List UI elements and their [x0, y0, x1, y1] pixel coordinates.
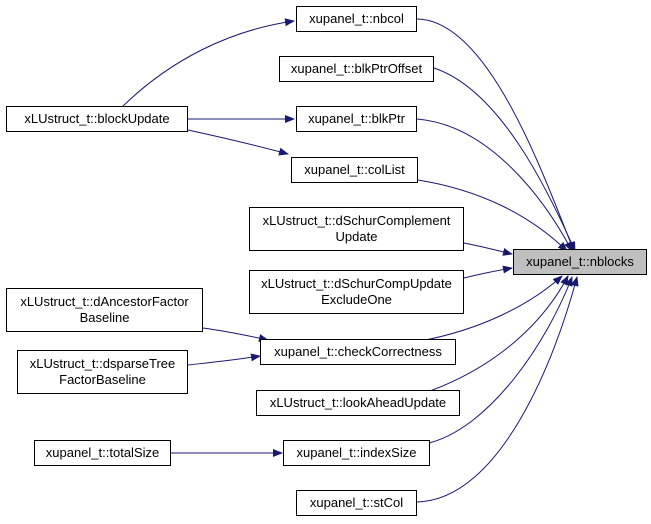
node-dschurcompupdateexcludeone[interactable]: xLUstruct_t::dSchurCompUpdate ExcludeOne — [249, 270, 464, 314]
node-label-line2: FactorBaseline — [59, 372, 146, 387]
edge-lookaheadupdate-to-nblocks — [429, 275, 569, 392]
edge-checkcorrectness-to-nblocks — [419, 275, 563, 342]
edge-dsparsetreefactorbaseline-to-checkcorrectness — [187, 353, 261, 366]
node-label-line2: Update — [335, 229, 378, 244]
edge-dschurcompupdateexcludeone-to-nblocks — [463, 265, 513, 279]
node-nblocks-focus: xupanel_t::nblocks — [513, 249, 647, 275]
node-label-line1: xLUstruct_t::dsparseTree — [29, 356, 176, 371]
node-indexsize[interactable]: xupanel_t::indexSize — [283, 440, 430, 466]
node-label: xupanel_t::indexSize — [296, 445, 417, 460]
node-label-line1: xLUstruct_t::dSchurComplement — [262, 213, 451, 228]
edge-stcol-to-nblocks — [416, 276, 579, 503]
node-checkcorrectness[interactable]: xupanel_t::checkCorrectness — [260, 339, 456, 365]
node-label-line2: Baseline — [79, 310, 130, 325]
node-dsparsetreefactorbaseline[interactable]: xLUstruct_t::dsparseTree FactorBaseline — [17, 350, 188, 394]
node-label-line1: xLUstruct_t::dAncestorFactor — [20, 294, 189, 309]
node-label-line2: ExcludeOne — [321, 292, 392, 307]
node-label: xupanel_t::checkCorrectness — [274, 344, 442, 359]
node-blockupdate[interactable]: xLUstruct_t::blockUpdate — [6, 106, 188, 132]
node-dschurcomplementupdate[interactable]: xLUstruct_t::dSchurComplement Update — [249, 207, 464, 251]
edge-blkptr-to-nblocks — [416, 118, 573, 252]
node-totalsize[interactable]: xupanel_t::totalSize — [34, 440, 171, 466]
node-label: xupanel_t::stCol — [309, 495, 404, 510]
node-lookaheadupdate[interactable]: xLUstruct_t::lookAheadUpdate — [256, 390, 460, 416]
edge-blkptroffset-to-nblocks — [433, 67, 576, 252]
node-label: xLUstruct_t::blockUpdate — [24, 111, 170, 126]
edge-indexsize-to-nblocks — [424, 276, 573, 445]
node-label: xupanel_t::totalSize — [45, 445, 160, 460]
edge-blockupdate-to-collist — [187, 129, 289, 156]
edge-dancestorfactorbaseline-to-checkcorrectness — [202, 327, 269, 342]
edge-dschurcomplementupdate-to-nblocks — [463, 242, 513, 256]
edge-blockupdate-to-nbcol — [121, 18, 295, 108]
edge-nbcol-to-nblocks — [416, 18, 575, 252]
node-label: xLUstruct_t::lookAheadUpdate — [269, 395, 447, 410]
node-nbcol[interactable]: xupanel_t::nbcol — [296, 6, 417, 32]
node-label: xupanel_t::nblocks — [526, 254, 634, 269]
node-stcol[interactable]: xupanel_t::stCol — [296, 490, 417, 516]
node-label: xupanel_t::blkPtrOffset — [290, 61, 423, 76]
node-dancestorfactorbaseline[interactable]: xLUstruct_t::dAncestorFactor Baseline — [6, 288, 203, 332]
node-blkptr[interactable]: xupanel_t::blkPtr — [296, 106, 417, 132]
node-label: xupanel_t::nbcol — [309, 11, 404, 26]
node-label-line1: xLUstruct_t::dSchurCompUpdate — [261, 276, 452, 291]
edge-collist-to-nblocks — [417, 179, 568, 252]
node-label: xupanel_t::colList — [304, 162, 405, 177]
node-label: xupanel_t::blkPtr — [308, 111, 405, 126]
node-blkptroffset[interactable]: xupanel_t::blkPtrOffset — [279, 56, 434, 82]
node-collist[interactable]: xupanel_t::colList — [291, 157, 418, 183]
